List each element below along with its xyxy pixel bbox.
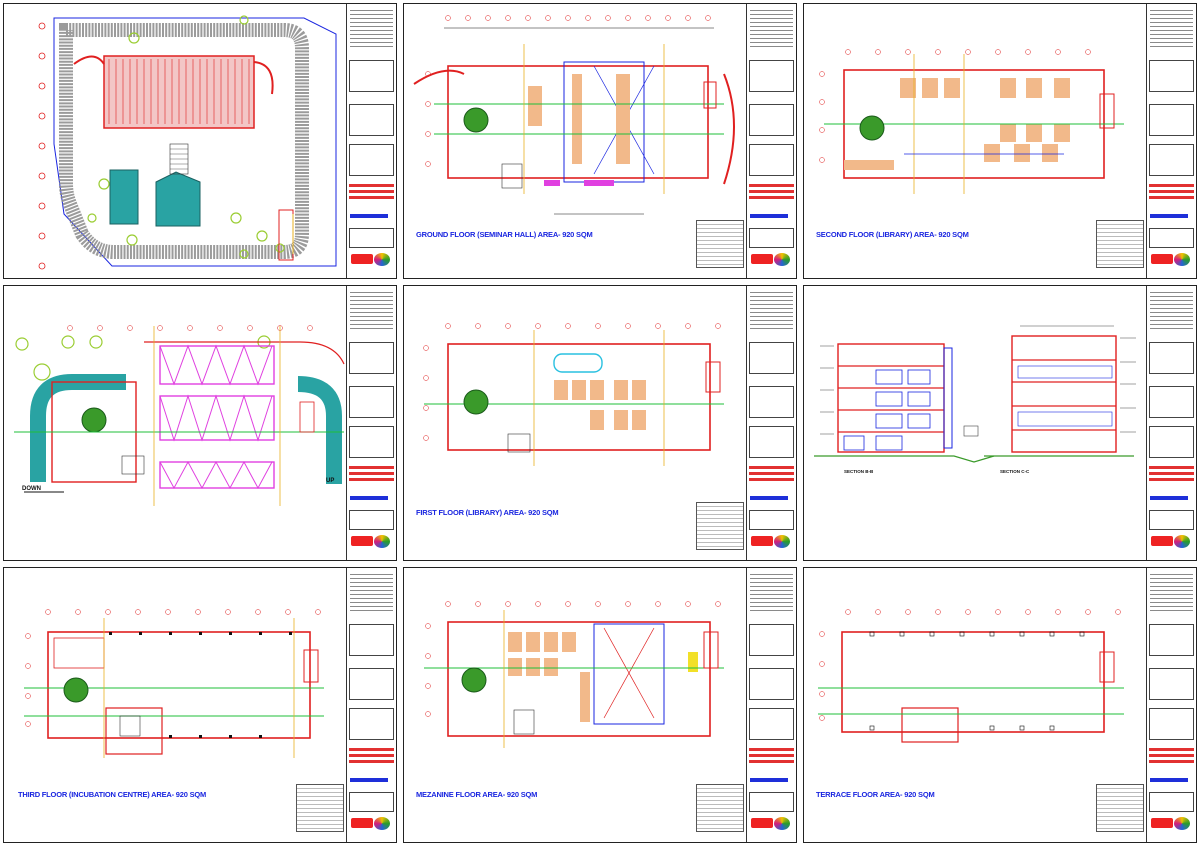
terrace-floor-plan-drawing [818,609,1124,743]
sheet-first-floor: FIRST FLOOR (LIBRARY) AREA- 920 SQM [403,285,797,561]
sheet-title: FIRST FLOOR (LIBRARY) AREA- 920 SQM [416,508,559,517]
site-plan-drawing [38,15,337,270]
parking-plan-drawing [14,325,345,506]
title-block [346,4,396,278]
firm-logo-mark [751,536,773,546]
globe-logo-icon [774,535,790,548]
title-block [1146,4,1196,278]
globe-logo-icon [1174,817,1190,830]
globe-logo-icon [374,253,390,266]
globe-logo-icon [774,253,790,266]
firm-logo-mark [351,254,373,264]
drawing-legend [1096,220,1144,268]
first-floor-plan-drawing [423,323,724,466]
sheet-terrace-floor: TERRACE FLOOR AREA- 920 SQM [803,567,1197,843]
title-block [346,286,396,560]
sheet-second-floor: SECOND FLOOR (LIBRARY) AREA- 920 SQM [803,3,1197,279]
globe-logo-icon [374,817,390,830]
globe-logo-icon [374,535,390,548]
firm-logo-mark [1151,536,1173,546]
firm-logo-mark [1151,818,1173,828]
title-block [346,568,396,842]
mezzanine-floor-plan-drawing [424,601,724,748]
globe-logo-icon [1174,535,1190,548]
third-floor-plan-drawing [24,609,324,758]
title-block [746,4,796,278]
second-floor-plan-drawing [819,49,1124,194]
title-block [1146,286,1196,560]
sheet-site-plan [3,3,397,279]
title-block [746,286,796,560]
sheet-mezzanine-floor: MEZANINE FLOOR AREA- 920 SQM [403,567,797,843]
drawing-legend [696,502,744,550]
section-bb-label: SECTION B-B [844,469,874,474]
firm-logo-mark [1151,254,1173,264]
sheet-title: MEZANINE FLOOR AREA- 920 SQM [416,790,538,799]
sheet-parking-plan: DOWN UP [3,285,397,561]
sheet-title: GROUND FLOOR (SEMINAR HALL) AREA- 920 SQ… [416,230,593,239]
firm-logo-mark [351,818,373,828]
sheet-sections: SECTION B-B SECTION C-C [803,285,1197,561]
globe-logo-icon [1174,253,1190,266]
drawing-legend [1096,784,1144,832]
sheet-ground-floor: GROUND FLOOR (SEMINAR HALL) AREA- 920 SQ… [403,3,797,279]
building-sections-drawing [814,325,1136,463]
ramp-down-label: DOWN [22,486,41,492]
sheet-title: THIRD FLOOR (INCUBATION CENTRE) AREA- 92… [18,790,207,799]
drawing-legend [696,784,744,832]
firm-logo-mark [751,254,773,264]
globe-logo-icon [774,817,790,830]
sheet-title: TERRACE FLOOR AREA- 920 SQM [816,790,935,799]
title-block [746,568,796,842]
sheet-third-floor: THIRD FLOOR (INCUBATION CENTRE) AREA- 92… [3,567,397,843]
drawing-legend [296,784,344,832]
ramp-up-label: UP [326,478,335,484]
drawing-legend [696,220,744,268]
title-block [1146,568,1196,842]
ground-floor-plan-drawing [413,15,735,215]
sheet-title: SECOND FLOOR (LIBRARY) AREA- 920 SQM [816,230,969,239]
firm-logo-mark [751,818,773,828]
firm-logo-mark [351,536,373,546]
section-cc-label: SECTION C-C [1000,469,1030,474]
